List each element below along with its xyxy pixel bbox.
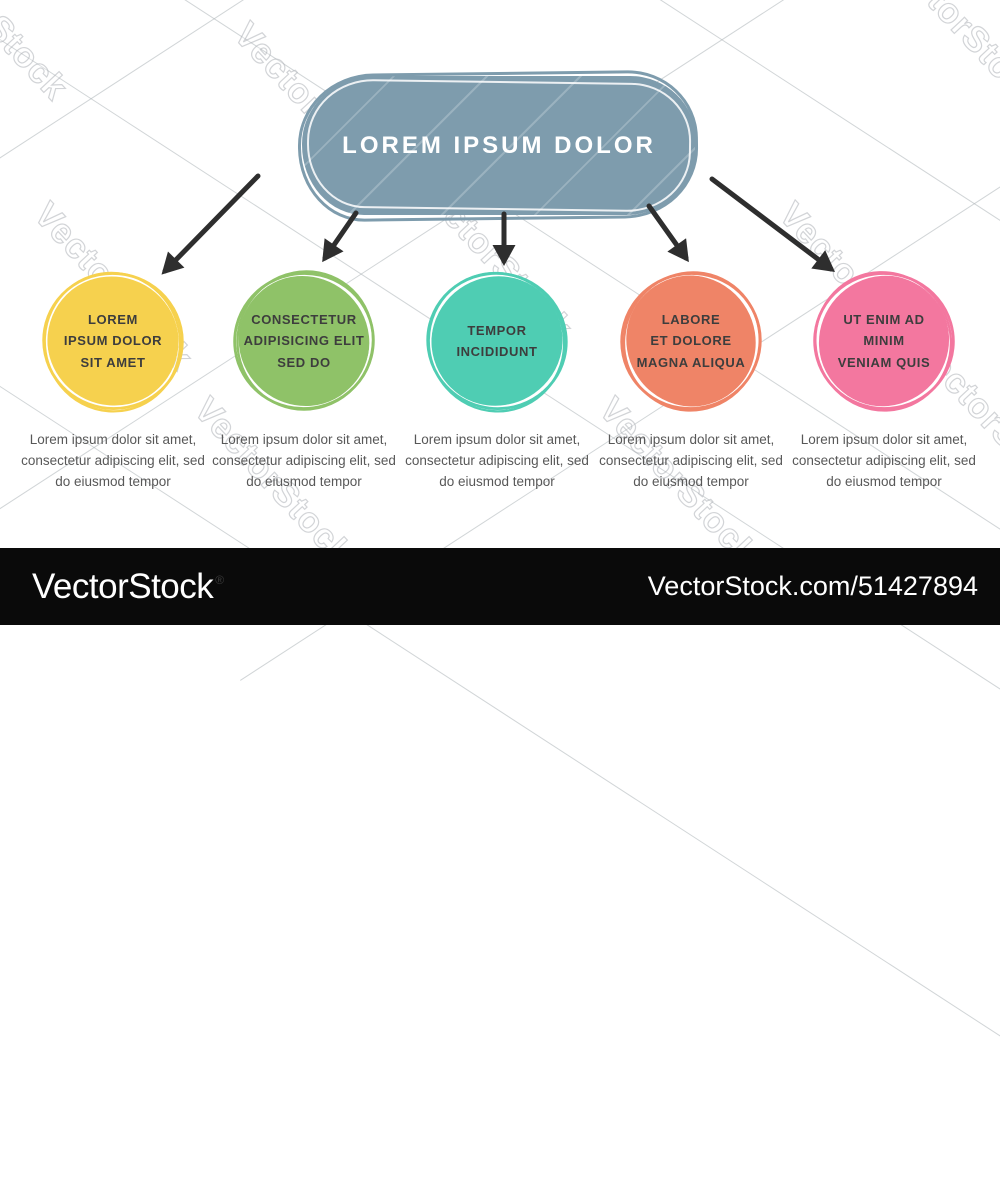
doodle-circle-shape <box>233 270 375 411</box>
infographic-canvas: VectorStock VectorStock VectorStock Vect… <box>0 0 1000 625</box>
node-title: UT ENIM AD MINIM VENIAM QUIS <box>837 312 931 370</box>
doodle-circle-shape <box>426 271 568 413</box>
node-title: CONSECTETUR ADIPISICING ELIT SED DO <box>243 312 365 370</box>
node-title: TEMPOR INCIDIDUNT <box>456 322 538 359</box>
node-circle: CONSECTETUR ADIPISICING ELIT SED DO <box>229 266 379 416</box>
root-node-title: LOREM IPSUM DOLOR <box>342 131 656 159</box>
watermark-text: VectorStock <box>0 0 76 108</box>
node-description: Lorem ipsum dolor sit amet, consectetur … <box>599 432 783 489</box>
arrow-to-node-5 <box>709 176 835 273</box>
arrow-to-node-4 <box>646 203 689 263</box>
vectorstock-logo: VectorStock® <box>32 566 224 606</box>
node-ut-enim: UT ENIM AD MINIM VENIAM QUIS Lorem ipsum… <box>789 266 979 493</box>
node-title: LOREM IPSUM DOLOR SIT AMET <box>63 312 163 370</box>
node-circle: LOREM IPSUM DOLOR SIT AMET <box>38 266 188 416</box>
watermark-bar: VectorStock® VectorStock.com/51427894 <box>0 548 1000 625</box>
node-consectetur: CONSECTETUR ADIPISICING ELIT SED DO Lore… <box>209 266 399 493</box>
watermark-text: VectorStock <box>876 0 1000 118</box>
doodle-circle-shape <box>813 271 955 412</box>
node-circle: UT ENIM AD MINIM VENIAM QUIS <box>809 266 959 416</box>
node-labore: LABORE ET DOLORE MAGNA ALIQUA Lorem ipsu… <box>596 266 786 493</box>
node-title: LABORE ET DOLORE MAGNA ALIQUA <box>636 312 746 370</box>
registered-mark-icon: ® <box>215 572 224 587</box>
node-circle: LABORE ET DOLORE MAGNA ALIQUA <box>616 266 766 416</box>
node-description: Lorem ipsum dolor sit amet, consectetur … <box>792 432 976 489</box>
doodle-circle-shape <box>42 271 184 413</box>
node-description: Lorem ipsum dolor sit amet, consectetur … <box>405 432 589 489</box>
node-circle: TEMPOR INCIDIDUNT <box>422 266 572 416</box>
doodle-circle-shape <box>620 271 762 412</box>
node-lorem-ipsum: LOREM IPSUM DOLOR SIT AMET Lorem ipsum d… <box>18 266 208 493</box>
node-description: Lorem ipsum dolor sit amet, consectetur … <box>21 432 205 489</box>
root-node: LOREM IPSUM DOLOR <box>302 76 696 215</box>
node-description: Lorem ipsum dolor sit amet, consectetur … <box>212 432 396 489</box>
vectorstock-url: VectorStock.com/51427894 <box>647 571 978 601</box>
arrow-to-node-1 <box>161 173 261 275</box>
node-tempor: TEMPOR INCIDIDUNT Lorem ipsum dolor sit … <box>402 266 592 493</box>
